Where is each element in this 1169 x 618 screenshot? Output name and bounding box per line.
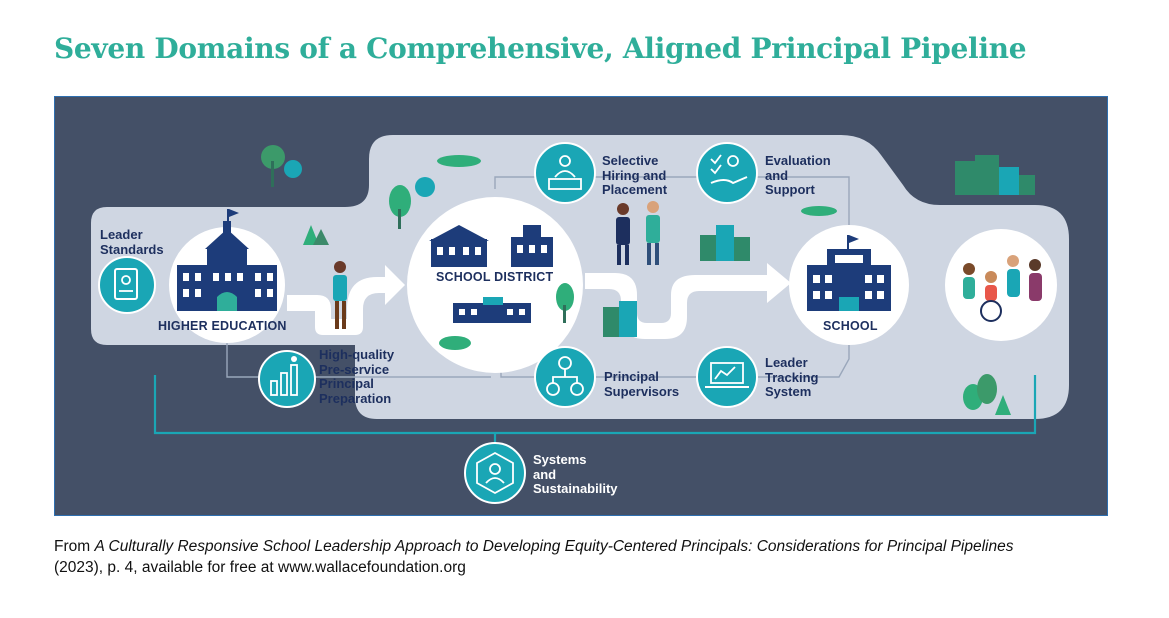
decor-trees [261,145,1011,415]
evaluation-hand-icon [696,142,758,204]
school-district-label: SCHOOL DISTRICT [436,270,554,284]
tracking-laptop-icon [696,346,758,408]
tracking-label: Leader Tracking System [765,355,819,399]
systems-network-icon [464,442,526,504]
page-title: Seven Domains of a Comprehensive, Aligne… [54,32,1027,65]
evaluation-label: Evaluation and Support [765,153,831,197]
students-circle [945,229,1057,341]
preparation-chart-icon [258,350,316,408]
school-building [807,235,891,311]
pipeline-diagram: Leader Standards HIGHER EDUCATION SCHOOL… [54,96,1108,516]
decor-city [603,155,1035,337]
systems-label: Systems and Sustainability [533,452,618,496]
higher-education-label: HIGHER EDUCATION [158,319,287,333]
leader-standards-label: Leader Standards [100,227,164,257]
hiring-desk-icon [534,142,596,204]
caption-prefix: From [54,538,95,555]
university-windows [183,273,273,297]
standards-book-icon [98,256,156,314]
hiring-label: Selective Hiring and Placement [602,153,668,197]
diagram-artwork [91,135,1069,504]
caption-source-title: A Culturally Responsive School Leadershi… [94,538,1014,555]
supervisors-org-chart-icon [534,346,596,408]
handshake-people [616,201,660,265]
walking-person [333,261,347,329]
preparation-label: High-quality Pre-service Principal Prepa… [319,347,395,406]
school-district-circle [407,197,583,373]
school-label: SCHOOL [823,319,878,333]
supervisors-label: Principal Supervisors [604,369,680,399]
flow-arrow [287,265,405,335]
source-caption: From A Culturally Responsive School Lead… [54,536,1054,578]
caption-suffix: (2023), p. 4, available for free at www.… [54,559,466,576]
students-illustration [963,255,1042,322]
